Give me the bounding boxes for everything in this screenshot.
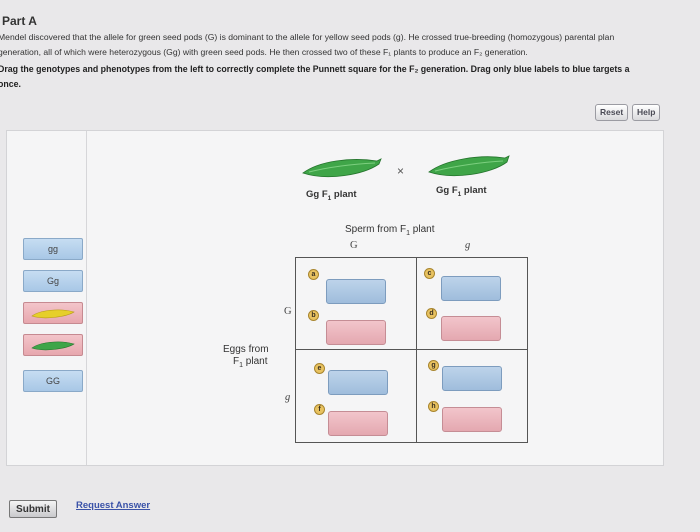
- target-d[interactable]: [441, 316, 501, 341]
- punnett-square: [295, 257, 528, 443]
- punnett-panel: gg Gg GG: [6, 130, 664, 466]
- help-button[interactable]: Help: [632, 104, 661, 121]
- grid-vertical-divider: [416, 258, 417, 442]
- grid-horizontal-divider: [296, 349, 527, 350]
- target-a[interactable]: [326, 279, 386, 304]
- marker-d: d: [426, 308, 437, 319]
- left-plant-label-main: Gg F: [306, 189, 328, 200]
- label-gg[interactable]: gg: [23, 238, 83, 260]
- instruction-text: Drag the genotypes and phenotypes from t…: [0, 62, 700, 92]
- instruction-line-2: once.: [0, 79, 21, 89]
- green-pod-right-icon: [428, 155, 510, 177]
- target-c[interactable]: [441, 276, 501, 301]
- target-e[interactable]: [328, 370, 388, 395]
- label-Gg[interactable]: Gg: [23, 270, 83, 292]
- marker-g: g: [428, 360, 439, 371]
- right-plant-label-main: Gg F: [436, 185, 458, 196]
- marker-b: b: [308, 310, 319, 321]
- sperm-allele-G: G: [350, 240, 358, 251]
- reset-button[interactable]: Reset: [595, 104, 629, 121]
- sperm-header-main: Sperm from F: [345, 224, 407, 235]
- eggs-allele-g: g: [285, 392, 291, 403]
- instruction-line-1: Drag the genotypes and phenotypes from t…: [0, 64, 630, 74]
- target-f[interactable]: [328, 411, 388, 436]
- eggs-header: Eggs from F1 plant: [223, 344, 269, 372]
- target-g[interactable]: [442, 366, 502, 391]
- green-pod-icon: [31, 341, 75, 351]
- marker-e: e: [314, 363, 325, 374]
- part-title: Part A: [2, 14, 37, 28]
- eggs-header-line-2-main: F: [233, 356, 240, 367]
- left-plant-label-suffix: plant: [331, 189, 357, 200]
- sperm-allele-g: g: [465, 240, 471, 251]
- target-b[interactable]: [326, 320, 386, 345]
- eggs-header-line-2-suffix: plant: [243, 356, 268, 367]
- eggs-header-line-2-sub: 1: [239, 362, 244, 369]
- left-plant-label-sub: 1: [327, 194, 332, 202]
- left-plant-label: Gg F1 plant: [306, 189, 357, 202]
- yellow-pod-icon: [31, 309, 75, 319]
- label-GG[interactable]: GG: [23, 370, 83, 392]
- label-green-pod[interactable]: [23, 334, 83, 356]
- intro-text: Mendel discovered that the allele for gr…: [0, 30, 700, 60]
- label-yellow-pod[interactable]: [23, 302, 83, 324]
- marker-h: h: [428, 401, 439, 412]
- eggs-header-line-1: Eggs from: [223, 344, 269, 355]
- right-plant-label: Gg F1 plant: [436, 185, 487, 198]
- marker-f: f: [314, 404, 325, 415]
- eggs-allele-G: G: [284, 306, 292, 317]
- eggs-header-line-2: F1 plant: [223, 356, 269, 372]
- sperm-header-sub: 1: [406, 230, 411, 237]
- intro-line-2: generation, all of which were heterozygo…: [0, 47, 528, 57]
- cross-symbol: ×: [397, 164, 405, 178]
- marker-a: a: [308, 269, 319, 280]
- request-answer-link[interactable]: Request Answer: [76, 500, 151, 511]
- submit-button[interactable]: Submit: [9, 500, 57, 518]
- sperm-header-suffix: plant: [410, 224, 435, 235]
- green-pod-left-icon: [302, 158, 382, 178]
- label-column: gg Gg GG: [7, 131, 87, 465]
- intro-line-1: Mendel discovered that the allele for gr…: [0, 32, 615, 42]
- sperm-header: Sperm from F1 plant: [345, 224, 435, 237]
- marker-c: c: [424, 268, 435, 279]
- right-plant-label-sub: 1: [457, 190, 462, 198]
- target-h[interactable]: [442, 407, 502, 432]
- right-plant-label-suffix: plant: [461, 185, 487, 196]
